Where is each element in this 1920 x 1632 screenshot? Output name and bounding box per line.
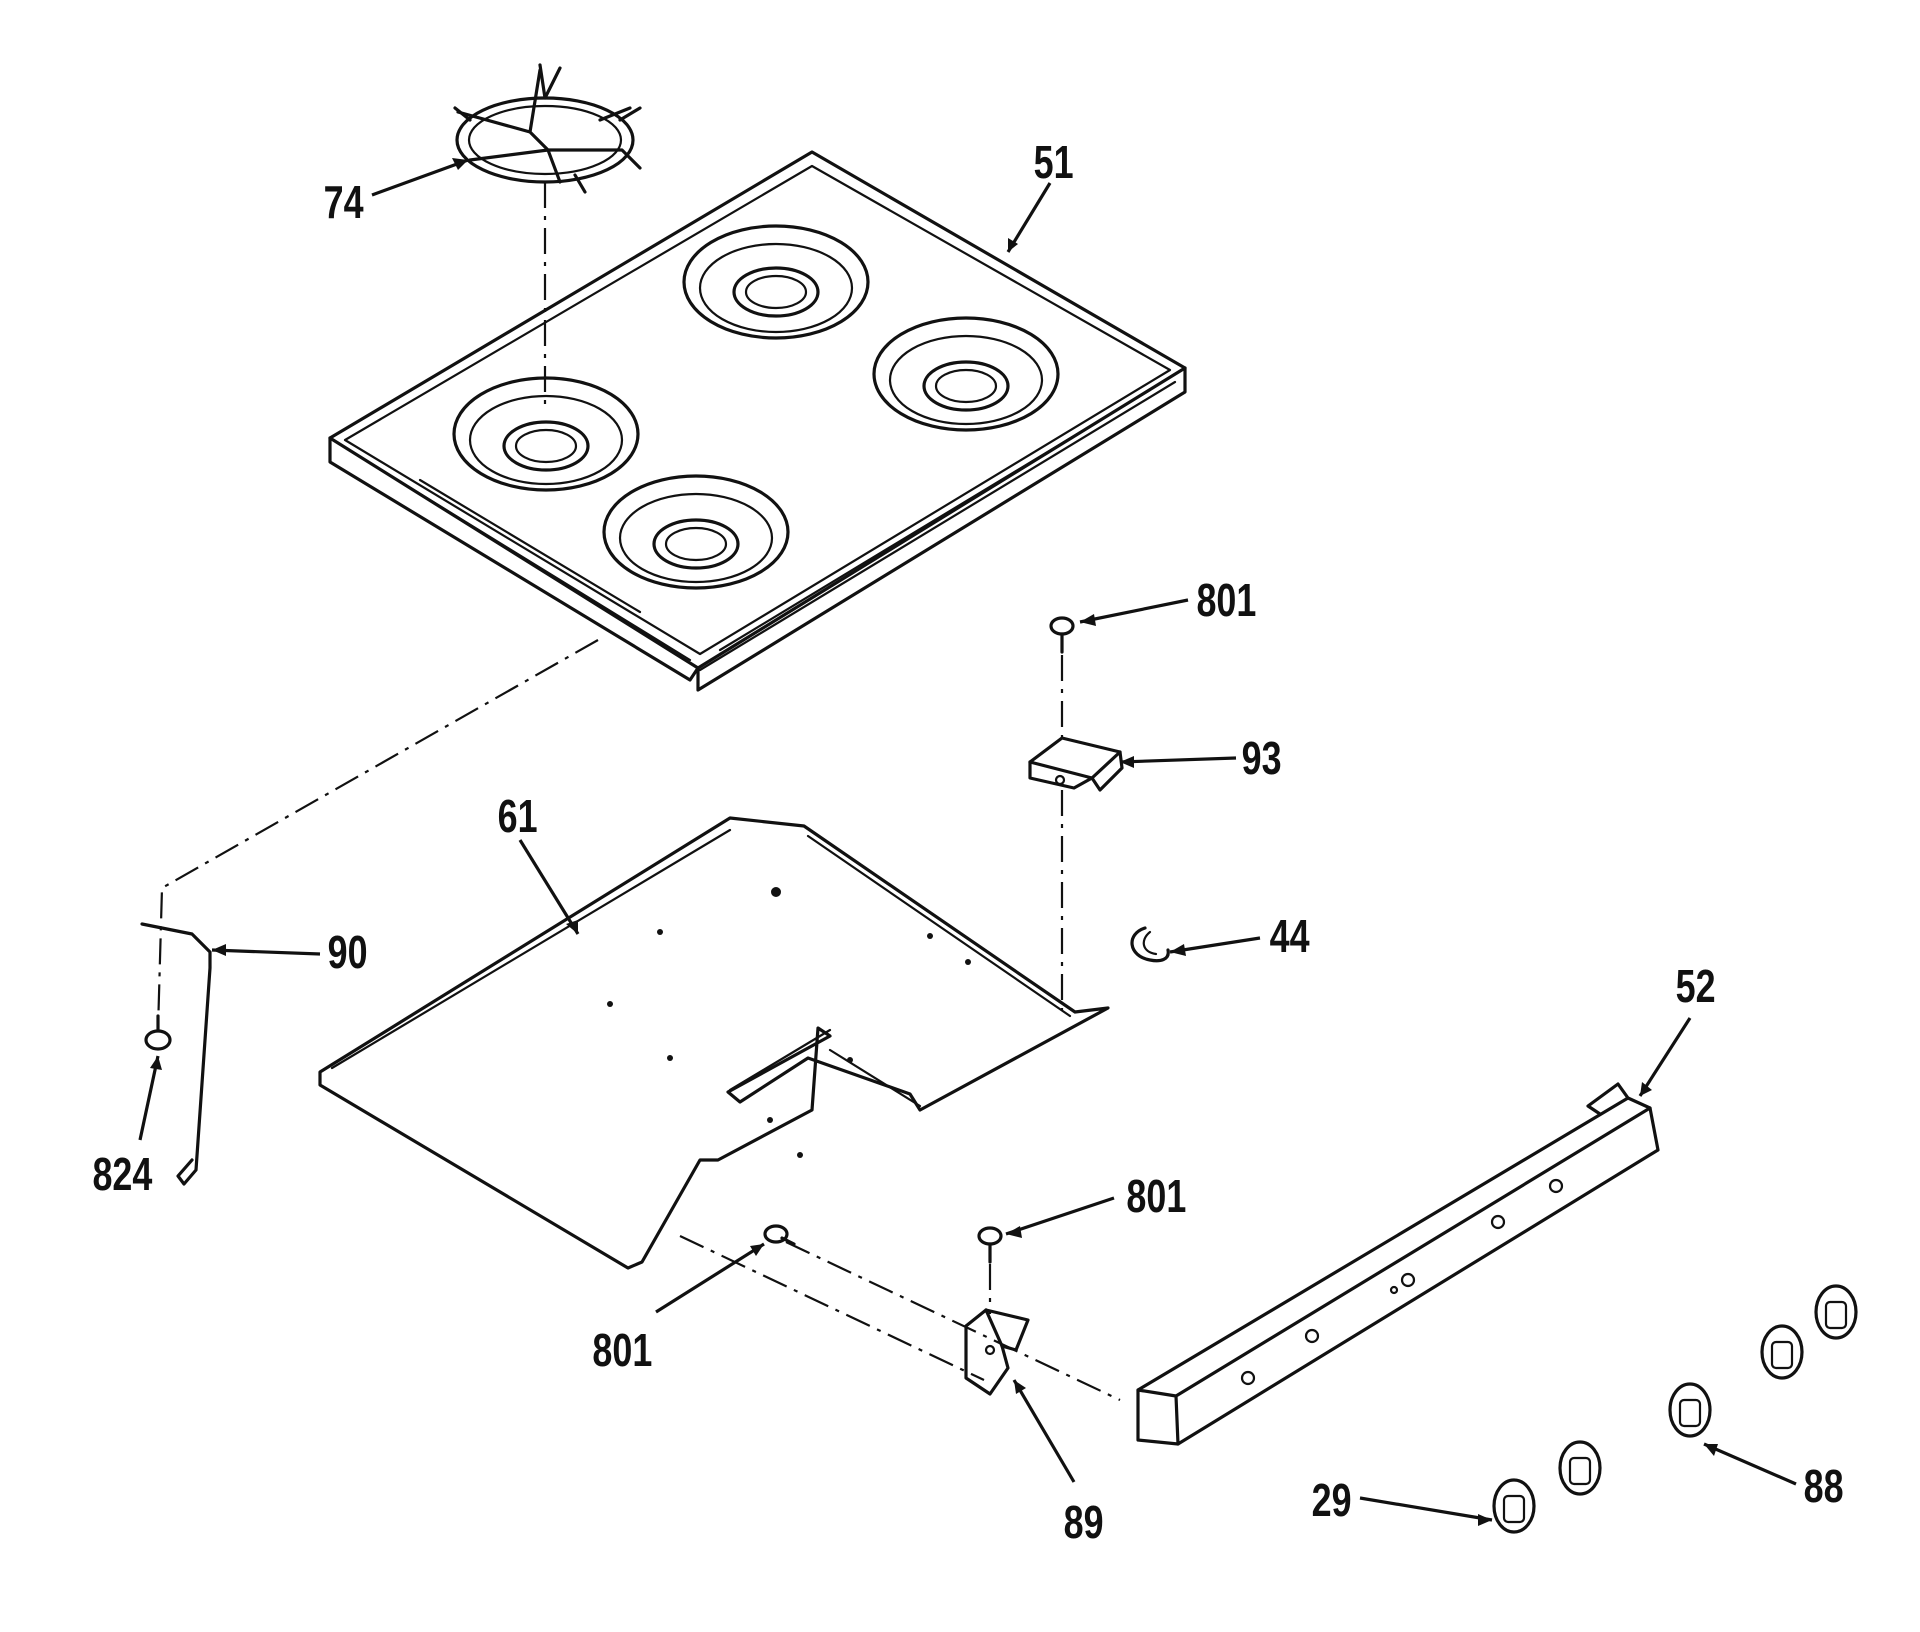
callout-61: 61 xyxy=(498,791,538,842)
callout-824: 824 xyxy=(92,1149,152,1200)
burner-well-rear-right xyxy=(872,316,1060,432)
callout-801-top: 801 xyxy=(1196,575,1256,626)
knob-5 xyxy=(1814,1284,1858,1340)
callout-44: 44 xyxy=(1270,911,1310,962)
callout-89: 89 xyxy=(1064,1497,1104,1548)
knob-3 xyxy=(1668,1382,1712,1438)
control-panel xyxy=(1136,1082,1660,1446)
callout-52: 52 xyxy=(1676,961,1716,1012)
callout-801-middle: 801 xyxy=(1126,1171,1186,1222)
callout-90: 90 xyxy=(328,927,368,978)
main-top-panel xyxy=(318,816,1110,1270)
callout-88: 88 xyxy=(1804,1461,1844,1512)
assembly-lines xyxy=(156,182,1121,1401)
knob-4 xyxy=(1760,1324,1804,1380)
callout-51: 51 xyxy=(1034,137,1074,188)
clip xyxy=(1130,926,1170,963)
burner-well-front-left xyxy=(452,376,640,492)
burner-well-front-right xyxy=(602,474,790,590)
screw-801-top xyxy=(1049,616,1075,654)
knob-1 xyxy=(1492,1478,1536,1534)
screw-801-middle xyxy=(977,1226,1003,1264)
screw-801-lower xyxy=(763,1224,796,1246)
callout-74: 74 xyxy=(324,177,364,228)
callout-93: 93 xyxy=(1242,733,1282,784)
rod xyxy=(140,922,212,1186)
callout-801-lower: 801 xyxy=(592,1325,652,1376)
knob-2 xyxy=(1558,1440,1602,1496)
mount-bracket xyxy=(964,1308,1030,1396)
callout-29: 29 xyxy=(1312,1475,1352,1526)
screw-824 xyxy=(144,1014,172,1051)
burner-well-rear-left xyxy=(682,224,870,340)
support-bracket xyxy=(1028,736,1124,792)
leader-lines xyxy=(138,158,1797,1526)
cooktop xyxy=(328,150,1187,692)
burner-grate xyxy=(453,63,642,194)
